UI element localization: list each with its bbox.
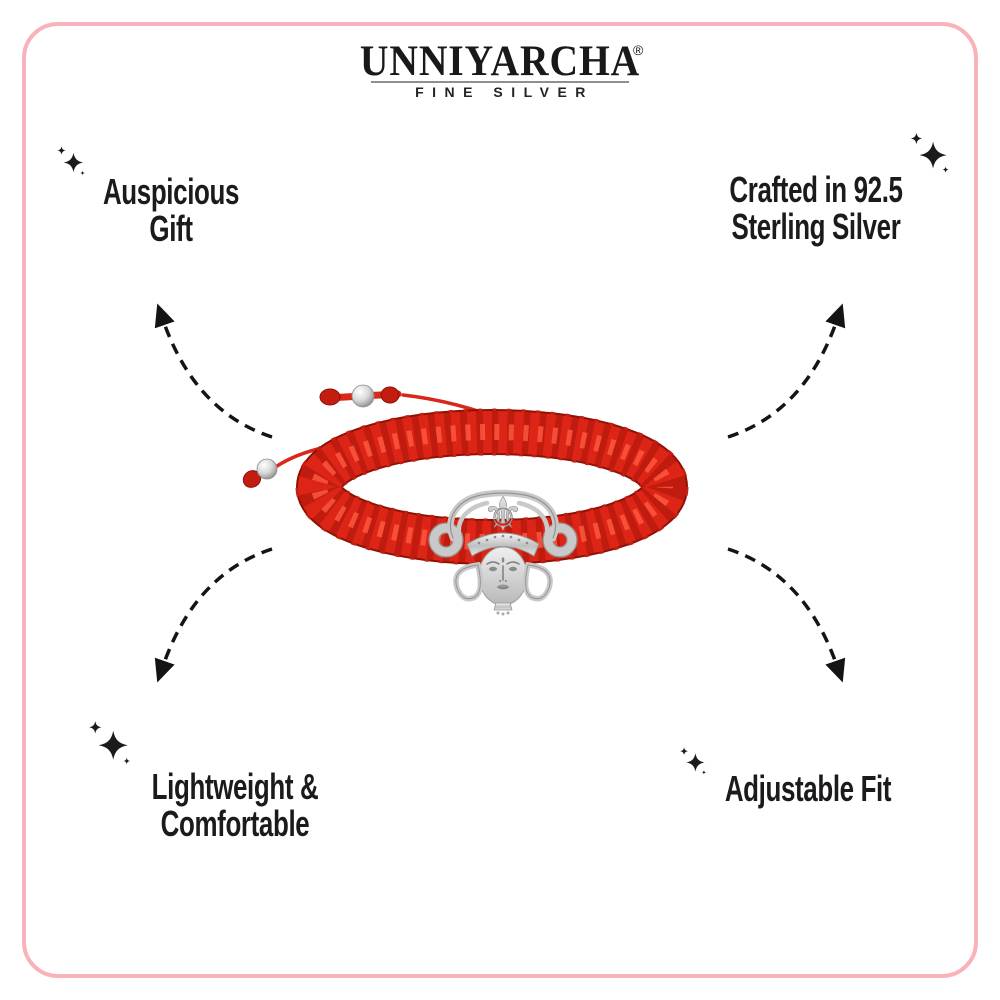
dashed-arrow-bottom-left: [154, 547, 273, 683]
feature-line: Comfortable: [160, 803, 310, 844]
registered-trademark: ®: [633, 42, 644, 58]
sparkle-icon: [89, 721, 131, 765]
sparkle-icon: [57, 146, 85, 176]
brand-tagline: FINE SILVER: [415, 84, 594, 100]
dashed-arrow-bottom-right: [727, 547, 846, 683]
feature-sterling-silver: Crafted in 92.5 Sterling Silver: [708, 171, 924, 245]
feature-line: Auspicious: [102, 171, 240, 212]
feature-adjustable-fit: Adjustable Fit: [700, 770, 916, 807]
sparkle-icon: [680, 747, 707, 775]
charm-teardrop-loops: [453, 561, 553, 602]
feature-line: Adjustable Fit: [724, 768, 892, 809]
dashed-arrow-top-right: [727, 303, 846, 439]
charm-connector-loops: [428, 522, 578, 558]
charm-tassel: [493, 602, 513, 616]
feature-auspicious-gift: Auspicious Gift: [63, 173, 279, 247]
callout-arrows: [154, 303, 846, 683]
third-eye-mark: [501, 557, 505, 563]
logo-divider: [371, 81, 629, 83]
charm-face: [478, 546, 528, 606]
dashed-arrow-top-left: [154, 303, 273, 439]
fleur-de-lis-ornament: ⚜: [482, 487, 523, 541]
feature-line: Lightweight &: [151, 766, 319, 807]
silver-bead-left: [256, 458, 278, 480]
feature-line: Sterling Silver: [731, 206, 901, 247]
silver-bead-top: [351, 384, 375, 408]
charm-crown-frame: [447, 489, 559, 542]
feature-line: Crafted in 92.5: [729, 169, 903, 210]
charm-tiara: [466, 532, 540, 557]
sparkle-icon: [910, 132, 949, 173]
brand-name: UNNIYARCHA: [359, 38, 641, 85]
durga-charm: ⚜: [428, 487, 578, 616]
feature-line: Gift: [149, 208, 193, 249]
feature-lightweight-comfortable: Lightweight & Comfortable: [127, 768, 343, 842]
